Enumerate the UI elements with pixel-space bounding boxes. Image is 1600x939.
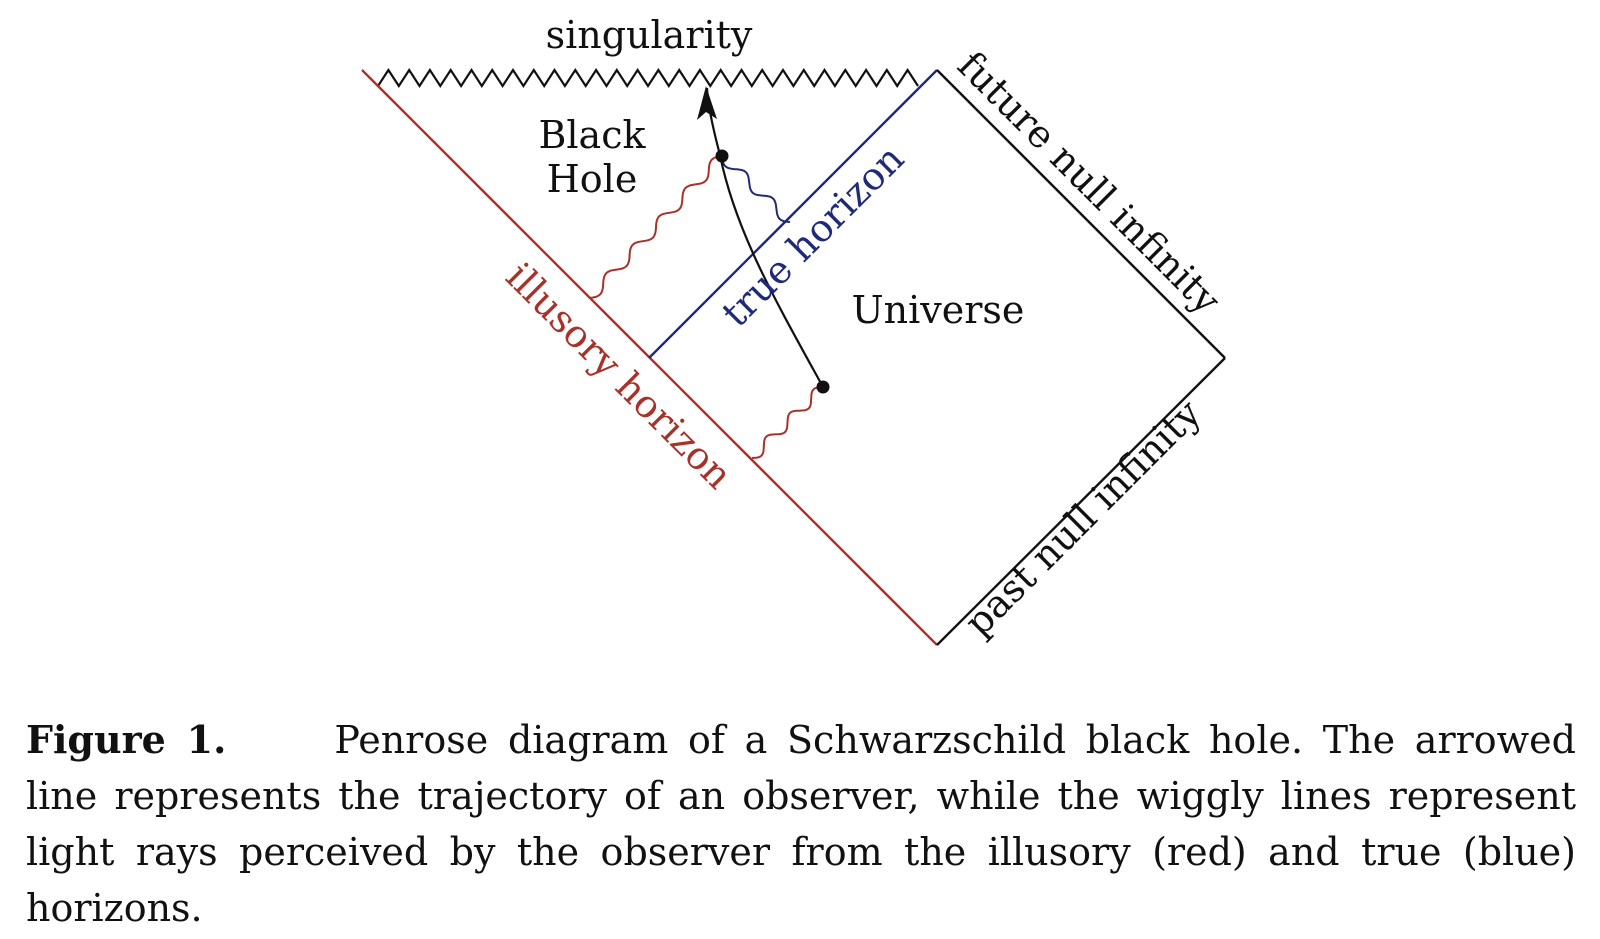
black-hole-label-line1: Black bbox=[538, 113, 646, 157]
past-null-infinity-line bbox=[936, 357, 1226, 646]
singularity-label: singularity bbox=[546, 13, 753, 57]
light-ray-from-illusory-horizon-lower bbox=[751, 386, 824, 459]
universe-label: Universe bbox=[852, 288, 1025, 332]
future-null-infinity-line bbox=[936, 69, 1226, 359]
caption-text: Penrose diagram of a Schwarzschild black… bbox=[26, 718, 1576, 930]
future-null-infinity-label: future null infinity bbox=[949, 43, 1229, 323]
illusory-horizon-label: illusory horizon bbox=[498, 254, 741, 497]
singularity-zigzag-line bbox=[377, 67, 919, 89]
figure-number: Figure 1. bbox=[26, 717, 227, 762]
past-null-infinity-label: past null infinity bbox=[956, 391, 1210, 645]
trajectory-arrowhead bbox=[697, 86, 717, 120]
light-ray-from-true-horizon bbox=[721, 155, 791, 223]
penrose-diagram: singularity Black Hole Universe true hor… bbox=[361, 13, 1229, 646]
true-horizon-line bbox=[648, 69, 938, 359]
black-hole-label-line2: Hole bbox=[547, 157, 638, 201]
observer-event-dot-lower bbox=[816, 380, 830, 394]
light-ray-from-illusory-horizon-upper bbox=[589, 155, 723, 299]
figure-caption: Figure 1.Penrose diagram of a Schwarzsch… bbox=[26, 712, 1576, 936]
observer-event-dot-upper bbox=[715, 149, 729, 163]
